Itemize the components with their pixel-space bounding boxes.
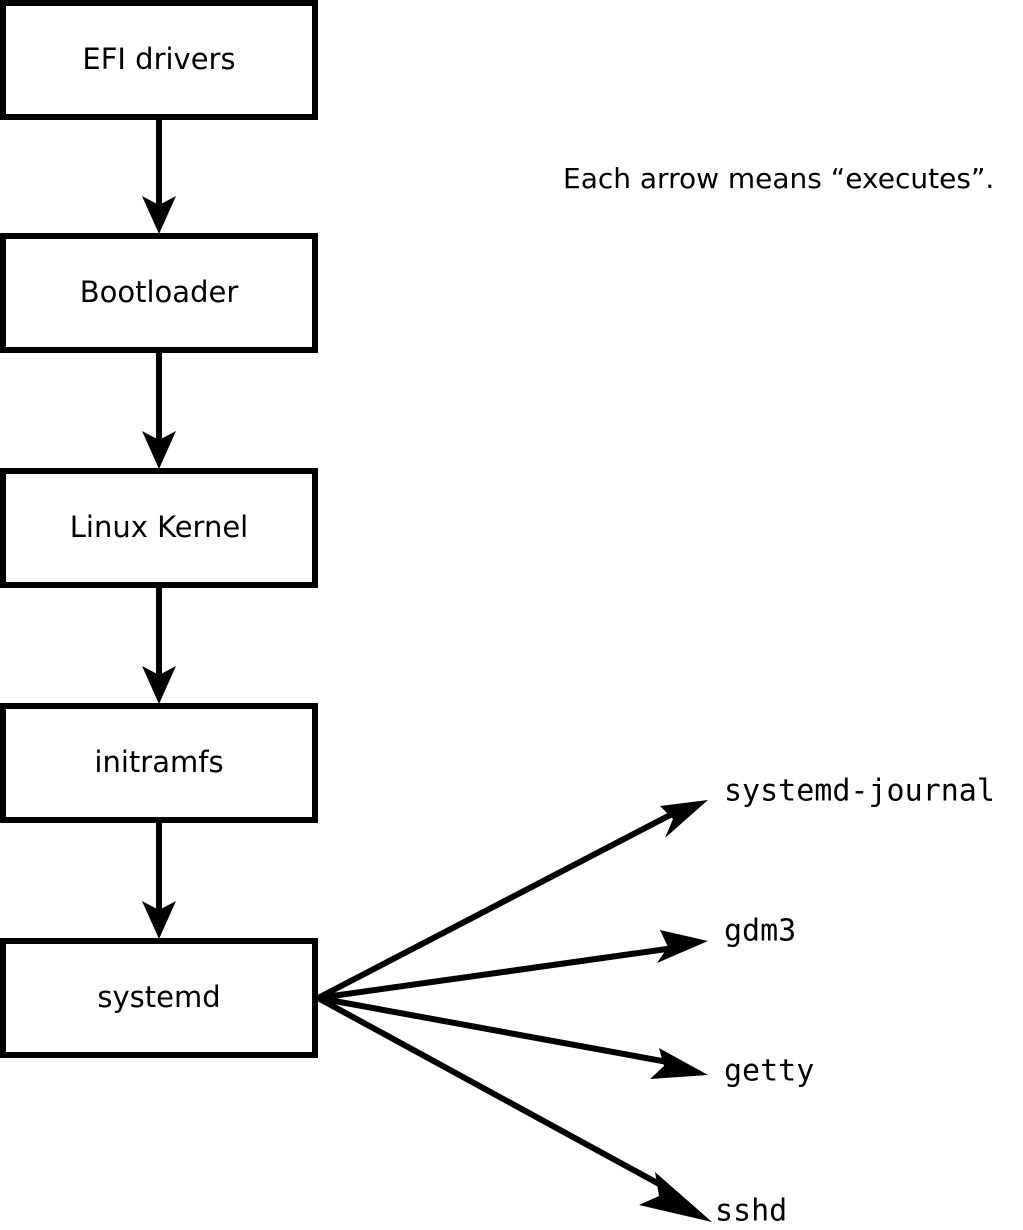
fan-arrow-gdm3: [317, 930, 708, 1001]
chain-arrow-efi-to-bootloader: [142, 117, 176, 234]
chain-arrow-initramfs-to-systemd: [142, 822, 176, 939]
box-systemd[interactable]: systemd: [0, 938, 318, 1058]
service-label-gdm3: gdm3: [724, 914, 796, 949]
service-label-getty: getty: [724, 1054, 814, 1089]
box-efi-drivers[interactable]: EFI drivers: [0, 0, 318, 120]
chain-arrow-bootloader-to-kernel: [142, 352, 176, 469]
box-bootloader[interactable]: Bootloader: [0, 233, 318, 353]
box-label-systemd: systemd: [97, 980, 220, 1014]
fan-arrow-getty: [317, 995, 708, 1079]
fan-arrow-systemd-journal: [316, 800, 708, 1001]
box-label-efi-drivers: EFI drivers: [82, 42, 235, 76]
box-initramfs[interactable]: initramfs: [0, 703, 318, 823]
box-linux-kernel[interactable]: Linux Kernel: [0, 468, 318, 588]
legend-caption: Each arrow means “executes”.: [563, 162, 994, 195]
box-label-bootloader: Bootloader: [80, 275, 239, 309]
service-label-systemd-journal: systemd-journal: [724, 774, 995, 809]
box-label-linux-kernel: Linux Kernel: [70, 510, 248, 544]
chain-arrow-kernel-to-initramfs: [142, 587, 176, 704]
fan-arrow-sshd: [316, 995, 712, 1222]
service-label-sshd: sshd: [715, 1194, 787, 1229]
box-label-initramfs: initramfs: [94, 745, 223, 779]
